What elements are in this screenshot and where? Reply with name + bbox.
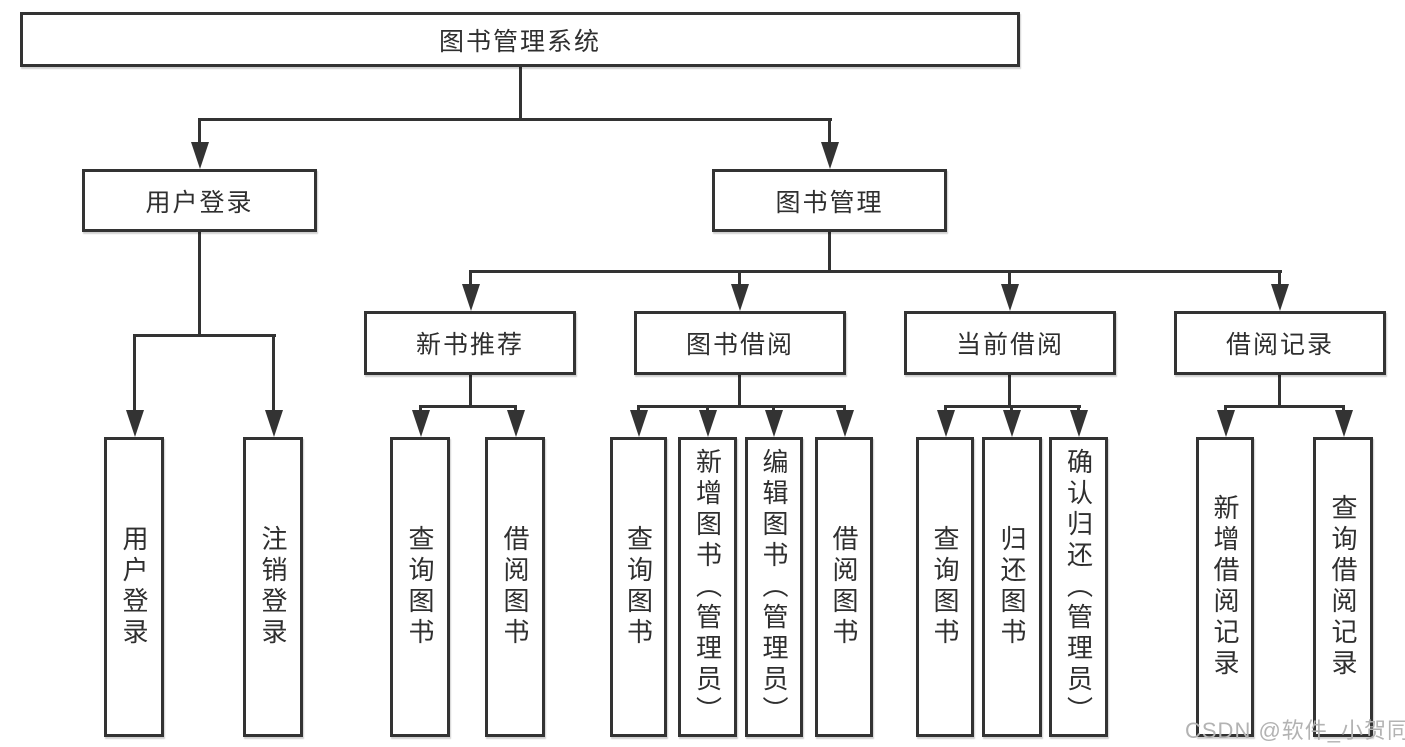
connector-root-branch — [198, 118, 832, 121]
connector-new-book-recommend-stub — [469, 374, 472, 408]
arrow-to-borrow-records — [1278, 270, 1281, 284]
leaf-query-books-2: 查询图书 — [610, 437, 667, 737]
arrow-to-new-book-recommend — [469, 270, 472, 284]
leaf-logout: 注销登录 — [243, 437, 303, 737]
leaf-return-books: 归还图书 — [982, 437, 1042, 737]
arrow-to-leaf-query-books-3 — [944, 405, 947, 410]
leaf-query-books-3: 查询图书 — [916, 437, 974, 737]
arrow-to-leaf-return-books — [1010, 405, 1013, 410]
leaf-user-login: 用户登录 — [104, 437, 164, 737]
connector-borrow-records-stub — [1278, 374, 1281, 408]
arrow-to-book-borrow — [738, 270, 741, 284]
node-borrow-records: 借阅记录 — [1174, 311, 1386, 375]
leaf-add-books-admin: 新增图书（管理员） — [678, 437, 737, 737]
arrow-to-book-management — [828, 118, 831, 142]
node-user-login: 用户登录 — [82, 169, 317, 232]
node-book-borrow: 图书借阅 — [634, 311, 846, 375]
connector-new-book-recommend-branch — [419, 405, 517, 408]
leaf-confirm-return-admin: 确认归还（管理员） — [1049, 437, 1108, 737]
arrow-to-leaf-add-borrow-record — [1224, 405, 1227, 410]
leaf-borrow-books-1: 借阅图书 — [485, 437, 545, 737]
connector-root-stub — [519, 66, 522, 120]
arrow-to-leaf-borrow-books-1 — [514, 405, 517, 410]
arrow-to-user-login — [198, 118, 201, 142]
connector-current-borrow-stub — [1008, 374, 1011, 408]
arrow-to-leaf-query-borrow-record — [1342, 405, 1345, 410]
leaf-add-borrow-record: 新增借阅记录 — [1196, 437, 1254, 737]
watermark: CSDN @软件_小贺同学 — [1185, 718, 1405, 743]
node-current-borrow: 当前借阅 — [904, 311, 1116, 375]
connector-level3-branch — [469, 270, 1282, 273]
connector-book-borrow-branch — [637, 405, 846, 408]
arrow-to-leaf-edit-books — [772, 405, 775, 410]
arrow-to-leaf-add-books — [706, 405, 709, 410]
node-library-management-system: 图书管理系统 — [20, 12, 1020, 67]
arrow-to-current-borrow — [1008, 270, 1011, 284]
node-new-book-recommend: 新书推荐 — [364, 311, 576, 375]
leaf-query-books-1: 查询图书 — [390, 437, 450, 737]
arrow-to-leaf-confirm-return — [1077, 405, 1080, 410]
connector-user-login-stub — [198, 231, 201, 337]
connector-borrow-records-branch — [1224, 405, 1345, 408]
connector-user-login-branch — [133, 334, 276, 337]
arrow-to-leaf-user-login — [133, 334, 136, 410]
arrow-to-leaf-logout — [272, 334, 275, 410]
leaf-borrow-books-2: 借阅图书 — [815, 437, 873, 737]
arrow-to-leaf-query-books-2 — [637, 405, 640, 410]
leaf-query-borrow-record: 查询借阅记录 — [1313, 437, 1373, 737]
arrow-to-leaf-borrow-books-2 — [843, 405, 846, 410]
node-book-management: 图书管理 — [712, 169, 947, 232]
connector-book-management-stub — [828, 231, 831, 273]
connector-book-borrow-stub — [738, 374, 741, 408]
leaf-edit-books-admin: 编辑图书（管理员） — [745, 437, 803, 737]
arrow-to-leaf-query-books-1 — [419, 405, 422, 410]
